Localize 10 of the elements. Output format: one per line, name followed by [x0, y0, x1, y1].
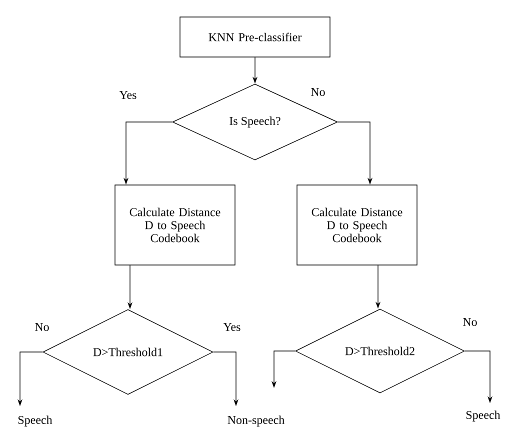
edge-label: Yes: [119, 91, 136, 99]
process-box: Calculate Distance D to Speech Codebook: [296, 184, 418, 266]
edge-label: No: [311, 88, 325, 96]
outcome-label: Speech: [18, 416, 52, 426]
edge-label: No: [463, 318, 477, 326]
outcome-label: Speech: [466, 410, 500, 422]
process-box: Calculate Distance D to Speech Codebook: [114, 184, 236, 266]
outcome-label: Non-speech: [228, 416, 284, 426]
process-box: KNN Pre-classifier: [180, 16, 330, 58]
edge-label: Yes: [223, 323, 240, 331]
